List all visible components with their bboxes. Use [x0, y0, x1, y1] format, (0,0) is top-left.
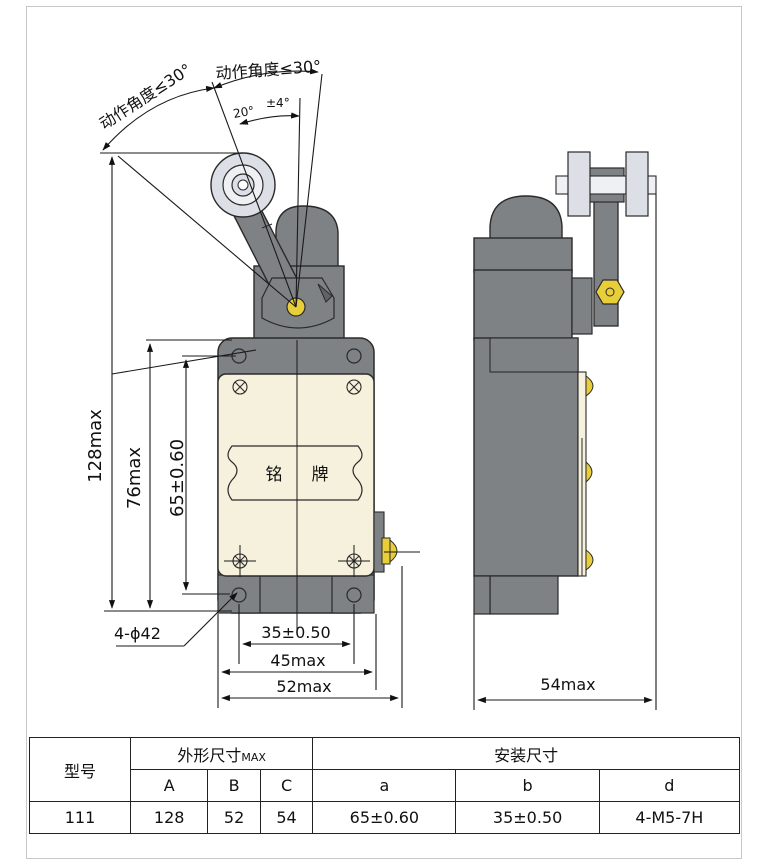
side-roller — [567, 151, 591, 217]
angle-label-right: 动作角度≤30° — [215, 57, 322, 83]
col-a: a — [312, 769, 457, 802]
label-outline — [227, 445, 363, 501]
angle-small: 20° — [232, 103, 255, 120]
dim-128: 128max — [85, 409, 106, 483]
col-B: B — [207, 769, 261, 802]
angle-tolerance: ±4° — [266, 96, 290, 110]
horizontal-dimensions — [217, 566, 403, 708]
dim-52: 52max — [276, 677, 331, 696]
header-outer: 外形尺寸MAX — [129, 737, 314, 770]
header-outer-label: 外形尺寸 — [177, 745, 242, 765]
name-plate — [217, 373, 375, 577]
col-C: C — [259, 769, 314, 802]
angle-lines — [100, 68, 323, 308]
cell-a: 65±0.60 — [312, 801, 457, 834]
mounting-hole — [346, 587, 362, 603]
header-model: 型号 — [29, 737, 131, 802]
header-mount: 安装尺寸 — [312, 737, 740, 770]
side-lever — [593, 195, 619, 327]
col-d: d — [598, 769, 741, 802]
side-dimension — [473, 194, 657, 710]
roller-wheel — [210, 152, 276, 218]
dim-76: 76max — [124, 447, 145, 509]
cell-d: 4-M5-7H — [598, 801, 741, 834]
head-dome — [275, 205, 339, 269]
dim-45: 45max — [270, 651, 325, 670]
plate-char-1: 铭 — [266, 465, 283, 485]
angle-label-left: 动作角度≤30° — [96, 60, 195, 134]
hole-leader — [116, 592, 238, 647]
header-outer-unit: MAX — [241, 750, 266, 764]
side-view — [473, 151, 657, 615]
mounting-hole — [231, 587, 247, 603]
spec-table: 型号 外形尺寸MAX 安装尺寸 A B C a b d 111 128 52 5… — [29, 737, 741, 834]
cell-b: 35±0.50 — [455, 801, 600, 834]
side-body — [473, 337, 579, 577]
dim-35: 35±0.50 — [261, 623, 330, 642]
plate-char-2: 牌 — [312, 465, 329, 485]
dim-hole: 4-ϕ42 — [114, 624, 161, 643]
cell-model: 111 — [29, 801, 131, 834]
drawing-frame — [26, 6, 742, 859]
technical-drawing: 铭 牌 动作角度≤30° 动作角度≤30° 20° ±4° — [85, 57, 657, 710]
cell-A: 128 — [129, 801, 209, 834]
dim-54: 54max — [540, 675, 595, 694]
cell-B: 52 — [207, 801, 261, 834]
dim-65: 65±0.60 — [167, 439, 188, 517]
col-A: A — [129, 769, 209, 802]
vertical-dimensions — [104, 152, 257, 612]
col-b: b — [455, 769, 600, 802]
front-view: 铭 牌 — [210, 152, 398, 614]
cell-C: 54 — [259, 801, 314, 834]
side-dome — [489, 195, 563, 241]
centerlines — [224, 340, 420, 634]
